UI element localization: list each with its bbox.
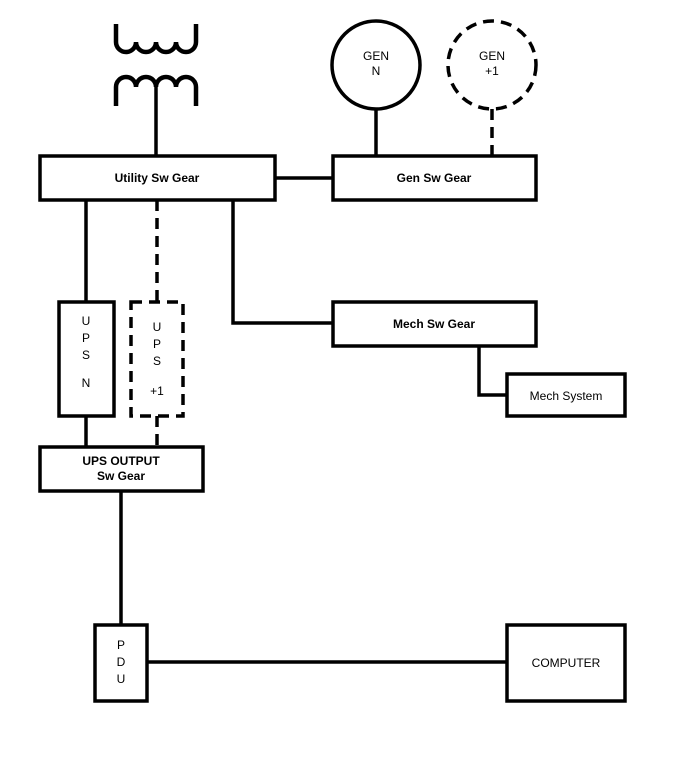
gen-sw-gear-box xyxy=(331,154,538,202)
utility-sw-gear-label: Utility Sw Gear xyxy=(115,171,200,185)
ups-plus1-label: U P S +1 xyxy=(150,320,164,398)
ups-output-label-line1: UPS OUTPUT xyxy=(82,454,160,468)
mech-system-label: Mech System xyxy=(530,389,603,403)
ups-n-box xyxy=(57,300,116,418)
computer-box xyxy=(505,623,627,703)
svg-text:P: P xyxy=(153,337,161,351)
ups-output-label-line2: Sw Gear xyxy=(97,469,145,483)
computer-label: COMPUTER xyxy=(532,656,601,670)
ups-output-sw-gear-box xyxy=(38,445,205,493)
svg-text:+1: +1 xyxy=(150,384,164,398)
transformer-icon xyxy=(113,24,199,156)
svg-text:D: D xyxy=(117,655,126,669)
svg-text:U: U xyxy=(82,314,91,328)
gen-plus1-label-line2: +1 xyxy=(485,64,499,78)
ups-n-label: U P S N xyxy=(82,314,91,390)
gen-n-label-line1: GEN xyxy=(363,49,389,63)
mech-sw-to-mech-system xyxy=(477,346,507,397)
svg-text:U: U xyxy=(153,320,162,334)
ups-plus1-box xyxy=(129,300,185,418)
gen-n: GEN N xyxy=(330,19,422,111)
svg-text:U: U xyxy=(117,672,126,686)
gen-plus1-circle xyxy=(446,19,538,111)
gen-plus1-label-line1: GEN xyxy=(479,49,505,63)
gen-n-label-line2: N xyxy=(372,64,381,78)
utility-to-mech-sw-gear xyxy=(231,200,333,325)
svg-text:P: P xyxy=(82,331,90,345)
pdu-label: P D U xyxy=(117,638,126,686)
svg-text:S: S xyxy=(82,348,90,362)
mech-sw-gear-box xyxy=(331,300,538,348)
svg-text:S: S xyxy=(153,354,161,368)
mech-system-box xyxy=(505,372,627,418)
gen-plus1: GEN +1 xyxy=(446,19,538,111)
mech-sw-gear-label: Mech Sw Gear xyxy=(393,317,475,331)
transformer-primary-winding xyxy=(113,24,199,55)
gen-sw-gear-label: Gen Sw Gear xyxy=(397,171,472,185)
svg-text:P: P xyxy=(117,638,125,652)
svg-text:N: N xyxy=(82,376,91,390)
pdu-box xyxy=(93,623,149,703)
